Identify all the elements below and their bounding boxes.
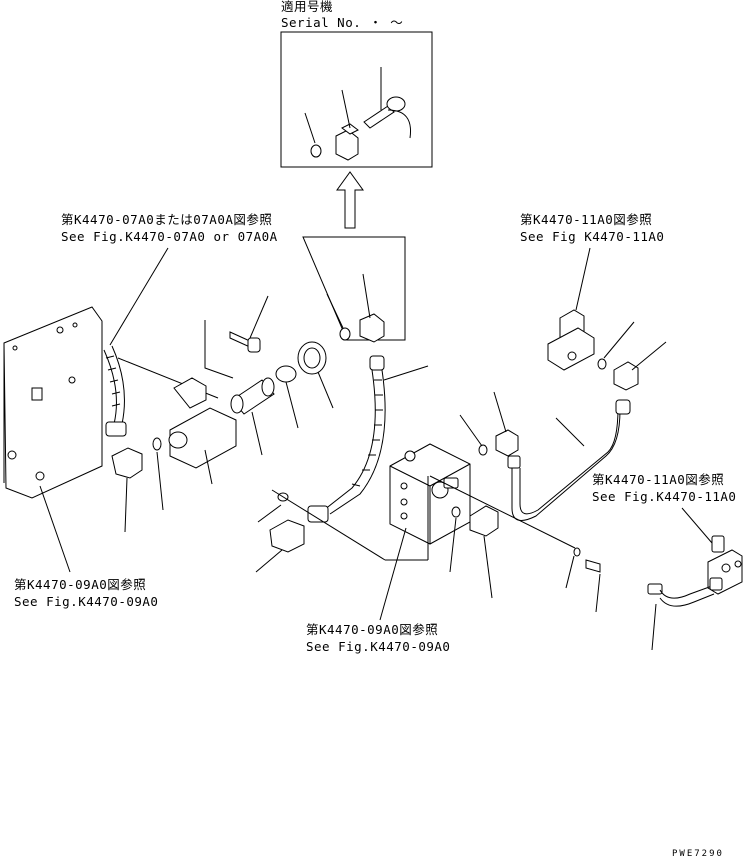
hose-left (103, 345, 127, 437)
oring-icon (339, 327, 351, 341)
oring-icon (310, 144, 322, 158)
elbow-fitting-icon (111, 447, 143, 479)
leader-line (39, 485, 71, 573)
ref-07a0-jp: 第K4470-07A0または07A0A図参照 (61, 212, 272, 227)
elbow-fitting-icon (359, 313, 385, 343)
ref-07a0-en: See Fig.K4470-07A0 or 07A0A (61, 229, 278, 244)
oring-icon (451, 506, 461, 518)
drawing-code: PWE7290 (672, 849, 724, 859)
serial-inset: 適用号機 Serial No. ・ 〜 (280, 0, 433, 168)
connector-icon (363, 96, 412, 139)
nipple-fitting-icon (429, 475, 601, 613)
cap-icon (297, 341, 334, 409)
ref-09a0-center-en: See Fig.K4470-09A0 (306, 639, 450, 654)
ref-11a0-right-en: See Fig.K4470-11A0 (592, 489, 736, 504)
filter-element (230, 377, 275, 456)
hose-right (507, 399, 631, 521)
up-arrow-icon (336, 171, 364, 229)
leader-line (379, 527, 407, 621)
serial-label-en: Serial No. ・ 〜 (281, 15, 403, 30)
elbow-fitting-icon (469, 505, 499, 537)
detail-inset (302, 236, 406, 343)
hose-center (307, 355, 429, 523)
oring-icon (275, 365, 297, 383)
ref-09a0-center-jp: 第K4470-09A0図参照 (306, 622, 438, 637)
elbow-fitting-icon (269, 519, 305, 553)
hose-lower-right (647, 577, 723, 651)
serial-inset-frame (280, 31, 433, 168)
leader-line (575, 247, 591, 311)
mounting-plate (3, 306, 103, 499)
elbow-fitting-icon (613, 361, 639, 391)
oring-icon (478, 444, 488, 456)
oring-icon (597, 358, 607, 370)
leader-line (109, 247, 169, 346)
ref-11a0-top-en: See Fig K4470-11A0 (520, 229, 664, 244)
serial-label-jp: 適用号機 (281, 0, 333, 14)
bracket-valve (547, 309, 595, 371)
ref-09a0-left-jp: 第K4470-09A0図参照 (14, 577, 146, 592)
bracket-line (204, 320, 234, 379)
elbow-fitting-icon (335, 123, 359, 161)
filter-housing (117, 357, 237, 485)
bolt-icon (229, 295, 269, 353)
ref-11a0-top-jp: 第K4470-11A0図参照 (520, 212, 652, 227)
elbow-fitting-icon (495, 429, 519, 457)
ref-09a0-left-en: See Fig.K4470-09A0 (14, 594, 158, 609)
ref-11a0-right-jp: 第K4470-11A0図参照 (592, 472, 724, 487)
oring-icon (152, 437, 162, 451)
